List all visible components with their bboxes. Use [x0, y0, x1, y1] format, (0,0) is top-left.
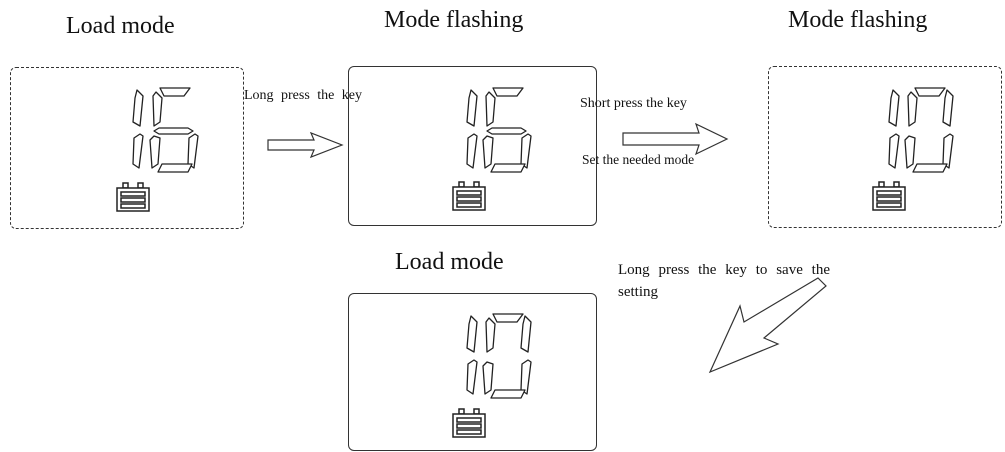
- arrow-right-icon: [267, 131, 344, 159]
- lcd-digit-0: [482, 313, 532, 399]
- lcd-segment-f: [152, 91, 163, 127]
- lcd-segment-b: [520, 315, 532, 353]
- arrow-down-left-icon: [708, 277, 827, 374]
- lcd-segment-f: [485, 317, 496, 353]
- lcd-digit-1: [466, 89, 478, 169]
- lcd-segment-c: [520, 133, 532, 169]
- lcd-segment-c: [942, 133, 954, 169]
- save-note: Long press the key to save the setting: [618, 262, 830, 300]
- lcd-segment-g: [486, 127, 527, 135]
- step3-title: Mode flashing: [788, 7, 928, 33]
- lcd-digit-1: [466, 315, 478, 395]
- lcd-panel-step1: [10, 67, 244, 229]
- lcd-digit-0: [904, 87, 954, 173]
- step4-title: Load mode: [395, 249, 504, 275]
- lcd-segment-e: [904, 135, 916, 169]
- step1-title: Load mode: [66, 13, 175, 39]
- lcd-segment-a: [492, 313, 524, 323]
- lcd-segment-c: [466, 359, 478, 395]
- lcd-panel-step4: [348, 293, 597, 451]
- battery-icon: [116, 182, 150, 212]
- step2-title: Mode flashing: [384, 7, 524, 33]
- lcd-segment-d: [912, 163, 948, 173]
- long-press-note: Long press the key: [244, 88, 362, 103]
- lcd-segment-a: [492, 87, 524, 97]
- short-press-note: Short press the key: [580, 96, 687, 111]
- lcd-segment-c: [132, 133, 144, 169]
- lcd-segment-b: [466, 315, 478, 353]
- lcd-segment-g: [153, 127, 194, 135]
- lcd-panel-step3: [768, 66, 1002, 228]
- lcd-segment-f: [485, 91, 496, 127]
- battery-icon: [452, 408, 486, 438]
- lcd-segment-d: [490, 389, 526, 399]
- lcd-digit-6: [482, 87, 532, 173]
- lcd-digit-1: [888, 89, 900, 169]
- lcd-segment-b: [132, 89, 144, 127]
- lcd-segment-d: [157, 163, 193, 173]
- lcd-segment-f: [907, 91, 918, 127]
- lcd-digit-1: [132, 89, 144, 169]
- lcd-segment-b: [888, 89, 900, 127]
- lcd-segment-c: [888, 133, 900, 169]
- lcd-segment-e: [482, 135, 494, 169]
- lcd-segment-c: [466, 133, 478, 169]
- lcd-segment-e: [482, 361, 494, 395]
- lcd-digit-6: [149, 87, 199, 173]
- lcd-segment-b: [942, 89, 954, 127]
- arrow-right-icon: [622, 122, 729, 156]
- lcd-segment-c: [187, 133, 199, 169]
- battery-icon: [872, 181, 906, 211]
- lcd-segment-a: [914, 87, 946, 97]
- lcd-segment-c: [520, 359, 532, 395]
- lcd-segment-d: [490, 163, 526, 173]
- lcd-panel-step2: [348, 66, 597, 226]
- battery-icon: [452, 181, 486, 211]
- lcd-segment-b: [466, 89, 478, 127]
- set-mode-note: Set the needed mode: [582, 152, 695, 167]
- lcd-segment-a: [159, 87, 191, 97]
- lcd-segment-e: [149, 135, 161, 169]
